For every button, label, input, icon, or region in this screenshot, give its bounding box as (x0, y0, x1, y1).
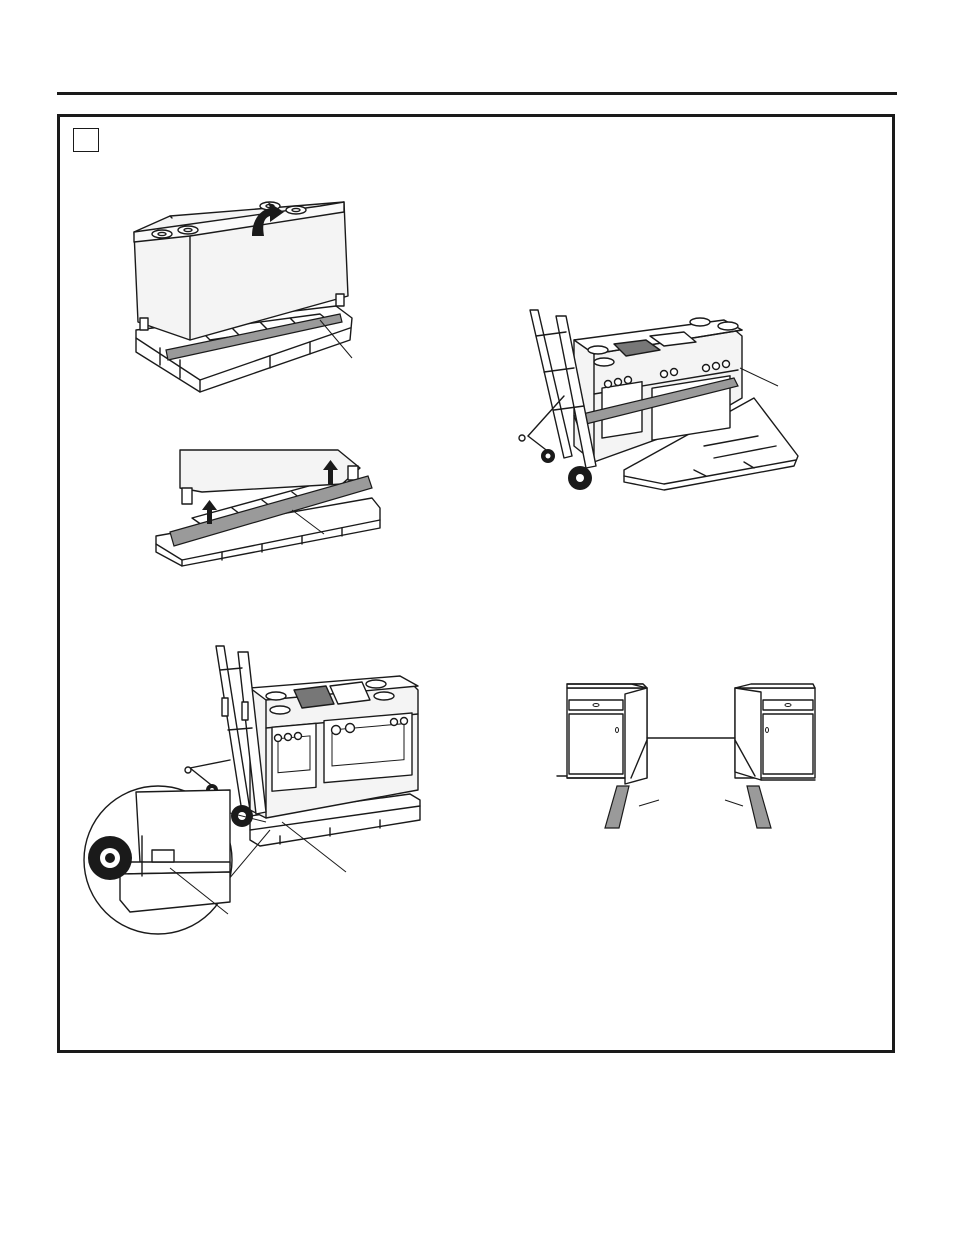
up-arrow-icon (323, 460, 338, 484)
hand-truck-remove-from-pallet-figure (83, 645, 421, 935)
hand-truck-tilt-range-figure (518, 309, 799, 491)
up-arrow-icon (252, 202, 284, 236)
cabinet-opening-ramps-figure (556, 683, 816, 829)
header-rule (57, 92, 897, 95)
remove-shipping-strap-figure (155, 449, 381, 567)
instruction-panel (57, 114, 895, 1053)
step-marker-box (73, 128, 99, 152)
lift-box-off-range-figure (133, 201, 353, 393)
up-arrow-icon (202, 500, 217, 524)
